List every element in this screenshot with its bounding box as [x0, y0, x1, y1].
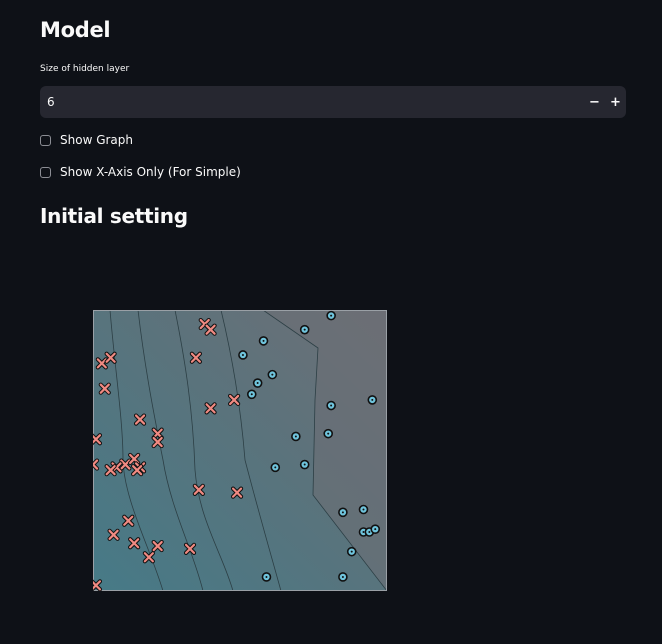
show-x-axis-row[interactable]: Show X-Axis Only (For Simple) — [40, 165, 241, 179]
data-points — [93, 310, 381, 591]
o-marker-center — [294, 435, 297, 438]
o-marker-center — [350, 550, 353, 553]
show-x-axis-label: Show X-Axis Only (For Simple) — [60, 165, 241, 179]
o-marker-center — [265, 575, 268, 578]
decrement-button[interactable]: − — [589, 94, 600, 110]
x-marker — [131, 464, 144, 477]
x-marker — [192, 483, 205, 496]
o-marker-center — [327, 432, 330, 435]
x-marker — [151, 435, 164, 449]
region-right — [263, 310, 387, 591]
o-marker-center — [274, 466, 277, 469]
o-marker-center — [256, 382, 259, 385]
o-marker-center — [303, 328, 306, 331]
x-marker — [98, 382, 111, 395]
o-marker-center — [341, 575, 344, 578]
x-marker — [107, 528, 120, 541]
x-marker — [95, 357, 108, 370]
o-marker-center — [371, 398, 374, 401]
o-marker-center — [330, 404, 333, 407]
o-marker-center — [250, 393, 253, 396]
o-marker-center — [374, 528, 377, 531]
x-marker — [133, 413, 147, 426]
x-marker — [128, 537, 141, 550]
show-graph-row[interactable]: Show Graph — [40, 133, 133, 147]
increment-button[interactable]: + — [610, 94, 621, 110]
o-marker-center — [362, 530, 365, 533]
x-marker — [204, 323, 217, 336]
plot-frame — [93, 310, 387, 591]
o-marker-center — [330, 314, 333, 317]
o-marker-center — [303, 463, 306, 466]
x-marker — [93, 579, 103, 591]
contour-line — [220, 310, 282, 591]
hidden-layer-label: Size of hidden layer — [40, 64, 130, 74]
model-heading: Model — [40, 18, 111, 42]
o-marker-center — [341, 511, 344, 514]
x-marker — [93, 433, 103, 446]
contour-line — [262, 310, 387, 591]
decision-boundary-plot — [93, 310, 387, 591]
x-marker — [104, 464, 117, 477]
x-marker — [142, 551, 155, 564]
o-marker-center — [262, 339, 265, 342]
x-marker — [230, 486, 244, 499]
x-marker — [119, 458, 132, 471]
x-marker — [151, 427, 164, 440]
o-marker-center — [368, 530, 371, 533]
o-marker-center — [241, 353, 244, 356]
x-marker — [228, 393, 241, 407]
initial-setting-heading: Initial setting — [40, 204, 188, 228]
x-marker — [183, 542, 197, 555]
hidden-layer-stepper: − + — [584, 86, 626, 118]
x-marker — [151, 539, 164, 553]
x-marker — [104, 351, 117, 364]
o-marker-center — [271, 373, 274, 376]
show-x-axis-checkbox[interactable] — [40, 166, 51, 178]
x-marker — [93, 458, 100, 471]
hidden-layer-input[interactable] — [40, 86, 584, 118]
x-marker — [189, 351, 202, 364]
show-graph-label: Show Graph — [60, 133, 134, 147]
x-marker — [122, 514, 135, 527]
contour-line — [174, 310, 234, 591]
x-marker — [204, 402, 217, 415]
o-marker-center — [362, 508, 365, 511]
show-graph-checkbox[interactable] — [40, 134, 51, 146]
